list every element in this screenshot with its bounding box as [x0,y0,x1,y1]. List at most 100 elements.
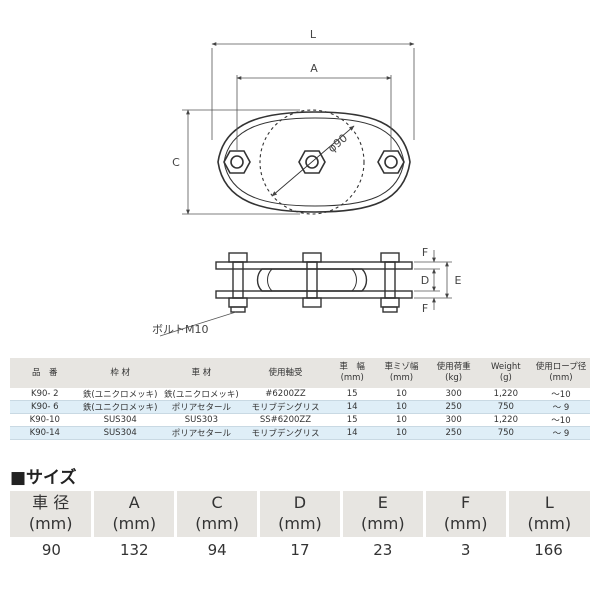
spec-header-unit: (mm) [340,373,364,383]
size-header-cell: E(mm) [339,491,425,537]
spec-cell: ポリアセタール [160,400,242,414]
spec-header-cell: 使用ロープ径(mm) [531,358,590,388]
size-header-label: C [211,493,223,513]
spec-header-unit: (kg) [445,373,463,383]
spec-header-cell: 使用荷重(kg) [427,358,480,388]
frame-plate-inner [223,117,405,207]
spec-header-cell: 枠 材 [79,358,161,388]
label-phi90: φ90 [325,132,350,156]
spec-cell: ～ 9 [531,426,590,440]
label-C: C [172,156,180,169]
size-header-cell: 車 径(mm) [10,491,93,537]
size-header-label: E [377,493,388,513]
spec-header-label: 使用軸受 [268,367,303,378]
size-section-title: ■サイズ [10,468,77,488]
spec-header-label: 使用ロープ径 [535,362,587,373]
size-header-unit: (mm) [443,514,488,533]
label-L: L [310,28,317,41]
spec-cell: ～ 9 [531,400,590,414]
spec-cell: 300 [427,413,480,427]
size-value-cell: 132 [119,541,149,559]
spec-cell: 750 [479,400,532,414]
size-header-label: F [461,493,471,513]
spec-header-cell: 品 番 [10,358,80,388]
spec-cell: モリブデングリス [241,426,329,440]
spec-header-unit: (mm) [549,373,573,383]
spec-cell: 1,220 [479,388,532,401]
size-header-cell: D(mm) [257,491,342,537]
spec-cell: 300 [427,388,480,401]
bolt-right-hex [377,150,405,174]
spec-cell: 10 [375,388,428,401]
spec-cell: SUS303 [160,413,242,427]
wheel-circle [259,109,365,215]
size-header-unit: (mm) [112,514,157,533]
label-bolt-m10: ボルトM10 [152,323,209,336]
size-header-cell: A(mm) [91,491,176,537]
label-E: E [455,274,462,287]
spec-cell: ～10 [531,413,590,427]
size-table: 車 径(mm)A(mm)C(mm)D(mm)E(mm)F(mm)L(mm) 90… [10,491,590,563]
size-header-unit: (mm) [360,514,405,533]
label-D: D [421,274,429,287]
size-header-cell: C(mm) [174,491,259,537]
spec-cell: K90-10 [10,413,80,427]
size-header-unit: (mm) [28,514,73,533]
size-value-cell: 3 [460,541,471,559]
spec-cell: 14 [328,426,376,440]
size-value-cell: 94 [207,541,227,559]
pulley-top-view [217,109,411,215]
spec-header-label: Weight [491,362,521,373]
spec-header-label: 車ミゾ幅 [384,362,419,373]
size-header-row: 車 径(mm)A(mm)C(mm)D(mm)E(mm)F(mm)L(mm) [10,491,590,537]
spec-cell: 鉄(ユニクロメッキ) [79,400,161,414]
spec-cell: 10 [375,400,428,414]
spec-cell: 1,220 [479,413,532,427]
bolt-leader-line [159,311,237,337]
spec-header-cell: Weight(g) [479,358,532,388]
spec-header-unit: (mm) [389,373,414,383]
spec-table: 品 番枠 材車 材使用軸受車 幅(mm)車ミゾ幅(mm)使用荷重(kg)Weig… [10,358,590,440]
spec-header-unit: (g) [499,373,512,383]
spec-cell: 鉄(ユニクロメッキ) [160,388,242,401]
size-header-cell: F(mm) [422,491,508,537]
spec-header-label: 枠 材 [110,367,131,378]
size-header-unit: (mm) [278,514,322,533]
label-F-top: F [422,246,428,259]
spec-cell: 250 [427,400,480,414]
size-value-cell: 90 [41,541,61,559]
bolt-left-hole [230,155,244,169]
size-header-cell: L(mm) [505,491,590,537]
spec-cell: #6200ZZ [241,388,329,401]
spec-cell: 14 [328,400,376,414]
spec-header-label: 使用荷重 [436,362,471,373]
side-wheel [256,268,368,292]
pulley-side-view [215,252,413,313]
spec-header-label: 品 番 [32,367,58,378]
side-plate-top [215,261,413,270]
spec-cell: 鉄(ユニクロメッキ) [79,388,161,401]
spec-header-cell: 車 幅(mm) [328,358,376,388]
spec-cell: ～10 [531,388,590,401]
spec-cell: モリブデングリス [241,400,329,414]
spec-cell: K90- 6 [10,400,80,414]
spec-header-cell: 車 材 [160,358,242,388]
size-header-unit: (mm) [195,514,239,533]
side-plate-bottom [215,290,413,299]
spec-header-label: 車 材 [191,367,212,378]
spec-cell: 250 [427,426,480,440]
bolt-right-hole [384,155,398,169]
label-F-bottom: F [422,302,428,315]
bolt-left-hex [223,150,251,174]
spec-cell: 15 [328,413,376,427]
spec-header-cell: 車ミゾ幅(mm) [375,358,428,388]
size-value-cell: 166 [534,541,563,559]
size-header-label: A [128,493,140,513]
spec-cell: 10 [375,426,428,440]
